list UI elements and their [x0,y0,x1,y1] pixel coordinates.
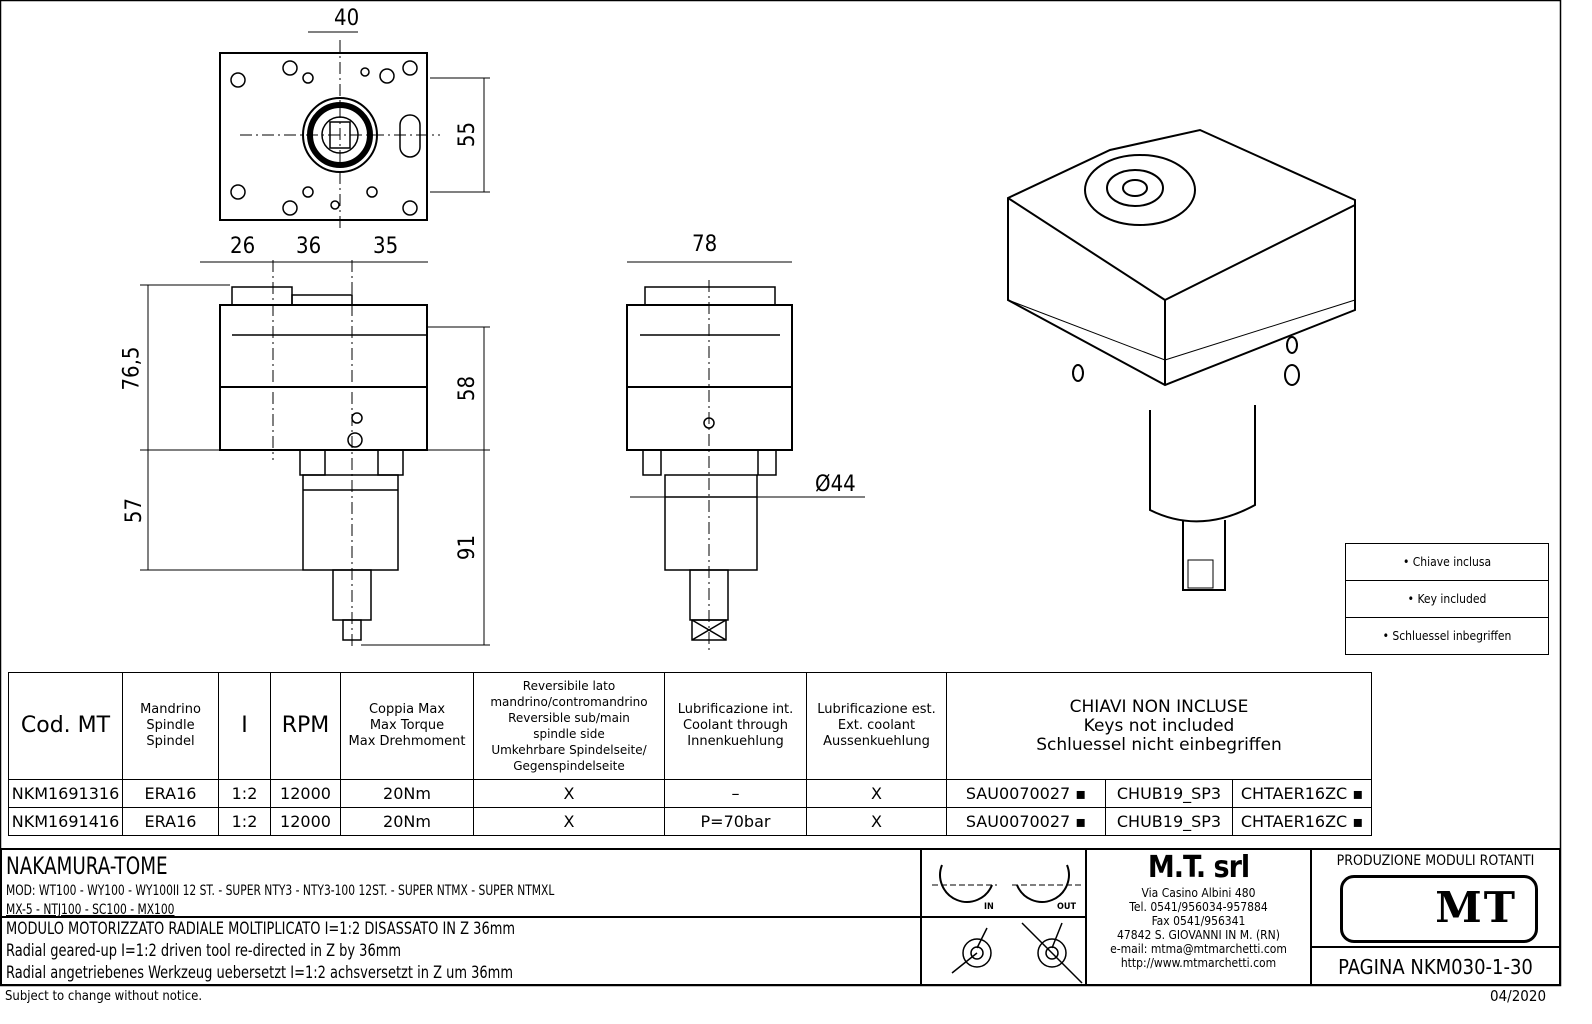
dim-height-upper: 76,5 [119,346,145,391]
col-ratio: I [218,672,271,780]
brand-title: NAKAMURA-TOME [6,852,168,880]
cell-coolant-int: P=70bar [664,807,807,836]
cell-reversible: X [473,807,665,836]
cell-ratio: 1:2 [218,807,271,836]
key-legend-it: • Chiave inclusa [1346,544,1548,581]
company-address: Via Casino Albini 480 [1141,886,1256,900]
dim-height-shaft: 91 [455,534,481,561]
cell-key-2: CHUB19_SP3 [1105,779,1233,808]
footer-notice: Subject to change without notice. [5,989,203,1004]
dim-height-body: 58 [455,375,481,402]
production-block: PRODUZIONE MODULI ROTANTI MT PAGINA NKM0… [1310,848,1561,986]
description-block: MODULO MOTORIZZATO RADIALE MOLTIPLICATO … [0,916,922,986]
dim-side-a: 26 [230,234,256,259]
dim-side-b: 36 [296,234,322,259]
cell-torque: 20Nm [340,779,474,808]
cell-code: NKM1691316 [8,779,123,808]
side-view [140,260,490,650]
cell-ratio: 1:2 [218,779,271,808]
rotation-out-label: OUT [1057,902,1076,912]
cell-key-1: SAU0070027 ▪ [946,779,1106,808]
wrench-icons [920,916,1087,986]
col-reversible: Reversibile lato mandrino/contromandrino… [473,672,665,780]
col-rpm: RPM [270,672,341,780]
dim-diameter: Ø44 [815,472,856,497]
cell-rpm: 12000 [270,779,341,808]
key-legend: • Chiave inclusa • Key included • Schlue… [1345,543,1549,655]
top-view [220,32,490,230]
company-block: M.T. srl Via Casino Albini 480 Tel. 0541… [1085,848,1312,986]
dim-top-height: 55 [455,121,481,148]
front-view [627,262,865,650]
cell-code: NKM1691416 [8,807,123,836]
models-line-1: MOD: WT100 - WY100 - WY100II 12 ST. - SU… [6,883,555,899]
cell-torque: 20Nm [340,807,474,836]
col-spindle: Mandrino Spindle Spindel [122,672,219,780]
company-fax: Fax 0541/956341 [1151,914,1246,928]
col-torque: Coppia Max Max Torque Max Drehmoment [340,672,474,780]
dim-front-width: 78 [692,232,718,257]
desc-en: Radial geared-up I=1:2 driven tool re-di… [6,941,402,961]
dim-height-lower: 57 [122,497,148,524]
col-coolant-int: Lubrificazione int. Coolant through Inne… [664,672,807,780]
production-title: PRODUZIONE MODULI ROTANTI [1336,853,1535,869]
dim-top-width: 40 [334,6,360,31]
cell-key-3: CHTAER16ZC ▪ [1232,807,1372,836]
cell-spindle: ERA16 [122,779,219,808]
cell-rpm: 12000 [270,807,341,836]
company-email[interactable]: e-mail: mtma@mtmarchetti.com [1110,942,1287,956]
models-line-2: MX-5 - NTJ100 - SC100 - MX100 [6,902,175,918]
cell-key-1: SAU0070027 ▪ [946,807,1106,836]
company-web[interactable]: http://www.mtmarchetti.com [1120,956,1277,970]
spec-table: Cod. MT Mandrino Spindle Spindel I RPM C… [8,672,1372,836]
rotation-direction-icon [932,864,1082,903]
company-city: 47842 S. GIOVANNI IN M. (RN) [1117,928,1280,942]
company-name: M.T. srl [1147,850,1250,885]
isometric-view [1008,130,1355,590]
cell-key-3: CHTAER16ZC ▪ [1232,779,1372,808]
col-keys: CHIAVI NON INCLUSE Keys not included Sch… [946,672,1372,780]
page-code: PAGINA NKM030-1-30 [1312,946,1559,986]
machine-block: NAKAMURA-TOME MOD: WT100 - WY100 - WY100… [0,848,922,918]
rotation-in-label: IN [984,902,994,912]
rotation-icons: IN OUT [920,848,1087,918]
cell-coolant-ext: X [806,779,947,808]
desc-de: Radial angetriebenes Werkzeug uebersetzt… [6,963,514,983]
col-code: Cod. MT [8,672,123,780]
mt-logo-text: MT [1435,883,1517,932]
company-tel: Tel. 0541/956034-957884 [1129,900,1268,914]
cell-coolant-ext: X [806,807,947,836]
desc-it: MODULO MOTORIZZATO RADIALE MOLTIPLICATO … [6,919,516,939]
key-legend-de: • Schluessel inbegriffen [1382,629,1512,643]
cell-spindle: ERA16 [122,807,219,836]
wrench-usage-icon [951,922,1083,984]
cell-coolant-int: – [664,779,807,808]
mt-logo: MT [1340,875,1538,943]
cell-reversible: X [473,779,665,808]
footer-date: 04/2020 [1490,987,1547,1005]
key-legend-en: • Key included [1346,581,1548,618]
dim-side-c: 35 [373,234,399,259]
col-coolant-ext: Lubrificazione est. Ext. coolant Aussenk… [806,672,947,780]
cell-key-2: CHUB19_SP3 [1105,807,1233,836]
